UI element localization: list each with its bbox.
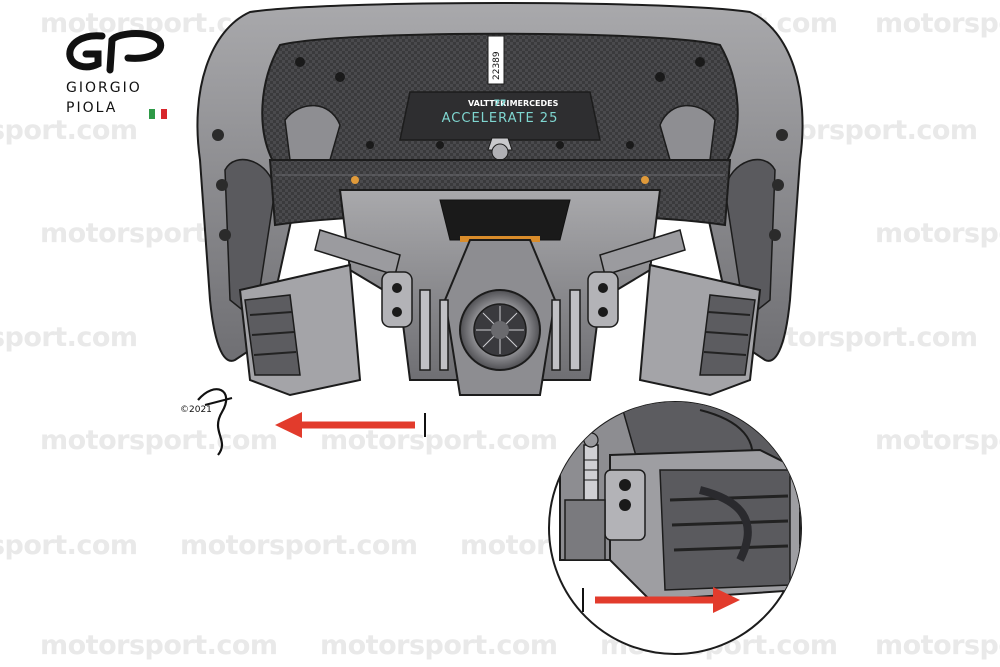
watermark: motorsport.com <box>320 630 558 661</box>
artist-logo: GIORGIO PIOLA <box>62 30 182 130</box>
watermark: motorsport.com <box>0 115 138 146</box>
watermark: motorsport.com <box>40 425 278 456</box>
watermark: motorsport.com <box>40 630 278 661</box>
watermark: motorsport.com <box>0 530 138 561</box>
driver-name: VALTTERI <box>468 99 509 108</box>
part-number-label: 22389 <box>492 51 502 80</box>
italy-flag-icon <box>149 109 167 119</box>
slogan-text: ACCELERATE 25 <box>442 111 559 126</box>
team-name: MERCEDES <box>510 99 559 108</box>
plate-bolts <box>295 57 705 149</box>
driver-number: 77 <box>494 99 507 109</box>
artist-signature: ©2021 <box>180 388 233 456</box>
watermark: motorsport.com <box>875 425 1000 456</box>
rotary-mounts <box>381 271 619 328</box>
watermark: motorsport.com <box>875 8 1000 39</box>
watermark: motorsport.com <box>320 425 558 456</box>
rim-bolts <box>212 129 788 241</box>
artist-first-name: GIORGIO <box>66 80 142 96</box>
watermark: motorsport.com <box>0 322 138 353</box>
watermark: motorsport.com <box>875 630 1000 661</box>
artist-last-name: PIOLA <box>66 100 118 116</box>
gp-monogram-icon <box>66 30 165 74</box>
watermark: motorsport.com <box>875 218 1000 249</box>
movement-arrow-left <box>275 412 426 438</box>
watermark: motorsport.com <box>180 530 418 561</box>
detail-inset <box>548 401 802 655</box>
center-badge-panel <box>399 91 601 141</box>
signature-year: ©2021 <box>180 405 212 415</box>
